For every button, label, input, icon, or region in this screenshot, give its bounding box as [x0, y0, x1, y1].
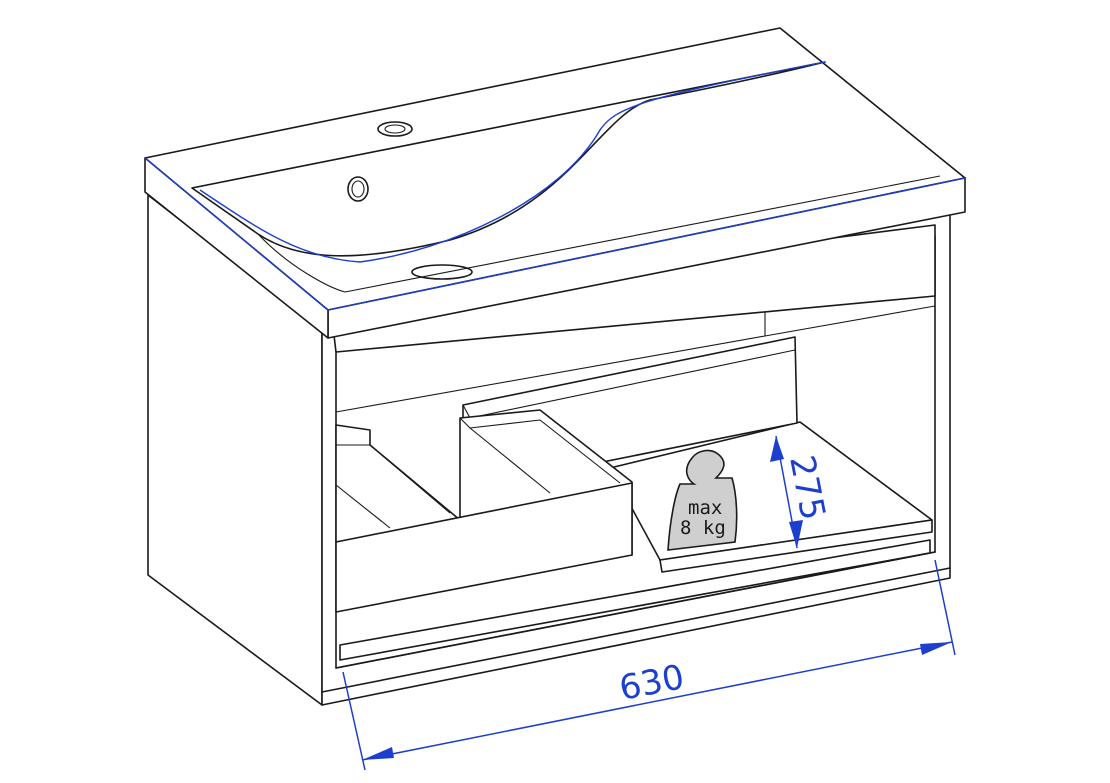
weight-badge-line1: max — [688, 497, 722, 519]
organizer-left-bin-inner — [336, 444, 451, 514]
width-arrow-right — [920, 642, 952, 655]
weight-badge-line2: 8 kg — [680, 517, 726, 539]
width-extension-left — [342, 671, 366, 771]
height-arrow-top — [770, 436, 784, 462]
organizer-right-bin-floor — [469, 427, 551, 494]
washbasin — [144, 27, 966, 339]
overflow-hole-icon — [347, 176, 369, 202]
bottom-rail-front — [339, 539, 931, 661]
tap-hole-icon — [377, 121, 413, 137]
organizer-right-bin-inner — [459, 417, 621, 484]
organizer-front — [335, 482, 633, 613]
width-extension-right — [934, 559, 956, 656]
max-weight-badge: max 8 kg — [667, 449, 738, 551]
organizer — [335, 409, 633, 613]
organizer-left-bin — [335, 424, 461, 543]
weight-icon — [667, 449, 738, 551]
overflow-hole-inner — [351, 180, 365, 198]
shelf-rail — [799, 421, 933, 521]
height-arrow-bottom — [789, 520, 803, 548]
basin-edge-highlight — [144, 157, 966, 311]
basin-bowl-highlight — [199, 61, 826, 263]
width-dimension-line — [361, 641, 953, 761]
tap-hole-inner — [384, 124, 406, 134]
bottom-rail — [335, 551, 936, 669]
organizer-left-bin-slope — [335, 484, 391, 529]
plinth-line — [321, 567, 951, 693]
height-dimension: 275 — [770, 435, 833, 549]
drain-icon — [411, 264, 473, 280]
width-dimension-label: 630 — [616, 657, 687, 709]
basin-bowl-floor — [257, 175, 941, 293]
width-arrow-left — [362, 747, 394, 760]
